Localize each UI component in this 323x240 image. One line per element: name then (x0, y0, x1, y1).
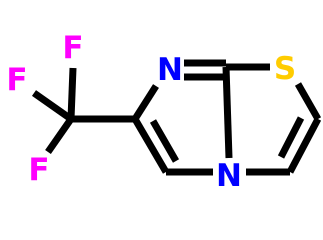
bond-c-f-bottom (45, 116, 74, 155)
bond-c2-c3 (286, 117, 322, 174)
bond-c7a-n-bridge (222, 66, 233, 159)
bond-s-c2 (294, 82, 322, 121)
atom-s: S (274, 51, 296, 87)
atom-n-bridge: N (216, 158, 242, 194)
atom-f-top: F (62, 30, 83, 66)
atom-f-left: F (6, 62, 27, 98)
atom-n-imine: N (157, 52, 183, 88)
atom-f-bottom: F (28, 152, 49, 188)
bond-c6-c5 (131, 117, 170, 174)
bond-c2-c3-double (277, 116, 305, 159)
bond-c-f-top (67, 67, 77, 120)
bond-c6-n-imine (132, 84, 159, 121)
molecule-structure: N S N F F F (6, 30, 322, 194)
bond-c5-c6-double (149, 119, 180, 163)
bond-c-f-left (31, 90, 74, 122)
